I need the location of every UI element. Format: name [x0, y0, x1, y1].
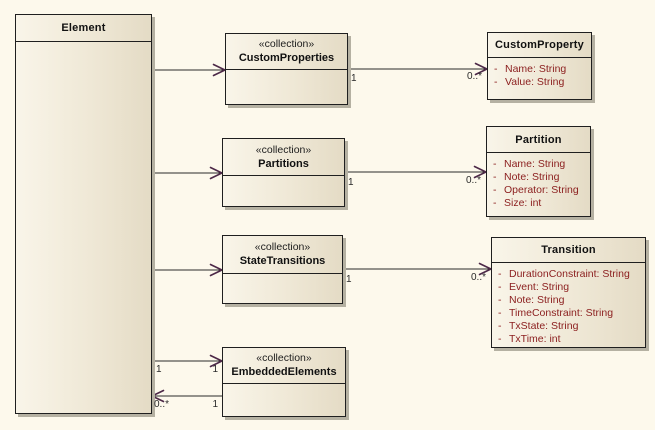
attribute-row: - Note: String: [492, 294, 645, 307]
stereotype-embeddedelements: «collection»: [256, 352, 312, 364]
multiplicity-label: 1: [212, 399, 218, 410]
class-box-element[interactable]: Element: [15, 14, 152, 414]
multiplicity-label: 0..*: [465, 175, 481, 186]
class-title-statetransitions: StateTransitions: [239, 255, 326, 267]
attributes-partition: - Name: String - Note: String - Operator…: [487, 153, 590, 210]
attr-dash: -: [493, 158, 497, 170]
class-title-element: Element: [61, 22, 106, 34]
class-box-statetransitions[interactable]: «collection» StateTransitions: [222, 235, 343, 304]
attribute-row: - Name: String: [488, 63, 591, 76]
attribute-row: - Operator: String: [487, 184, 590, 197]
arrowhead-into-element-icon: [150, 389, 165, 403]
attribute-text: Note: String: [509, 294, 565, 306]
attr-dash: -: [494, 63, 498, 75]
attribute-text: TimeConstraint: String: [509, 307, 614, 319]
attributes-customproperty: - Name: String - Value: String: [488, 58, 591, 89]
attribute-text: Value: String: [505, 76, 565, 88]
attribute-row: - Note: String: [487, 171, 590, 184]
attr-dash: -: [498, 307, 502, 319]
attr-dash: -: [498, 281, 502, 293]
class-box-customproperties[interactable]: «collection» CustomProperties: [225, 33, 348, 105]
class-title-customproperties: CustomProperties: [238, 52, 335, 64]
attribute-row: - Event: String: [492, 281, 645, 294]
attr-dash: -: [493, 184, 497, 196]
attribute-row: - Value: String: [488, 76, 591, 89]
attr-dash: -: [498, 320, 502, 332]
attribute-row: - DurationConstraint: String: [492, 268, 645, 281]
attr-dash: -: [498, 268, 502, 280]
multiplicity-label: 1: [346, 274, 352, 285]
multiplicity-label: 0..*: [470, 272, 486, 283]
attribute-row: - TxTime: int: [492, 333, 645, 346]
attribute-text: Note: String: [504, 171, 560, 183]
class-box-transition[interactable]: Transition - DurationConstraint: String …: [491, 237, 646, 348]
attribute-row: - TxState: String: [492, 320, 645, 333]
class-box-embeddedelements[interactable]: «collection» EmbeddedElements: [222, 347, 346, 417]
attribute-row: - Size: int: [487, 197, 590, 210]
stereotype-statetransitions: «collection»: [254, 241, 311, 253]
stereotype-customproperties: «collection»: [258, 38, 315, 50]
class-title-partitions: Partitions: [258, 157, 309, 170]
class-box-customproperty[interactable]: CustomProperty - Name: String - Value: S…: [487, 32, 592, 100]
attr-dash: -: [498, 294, 502, 306]
class-box-partition[interactable]: Partition - Name: String - Note: String …: [486, 126, 591, 217]
attribute-text: Operator: String: [504, 184, 579, 196]
multiplicity-label: 1: [212, 364, 218, 375]
class-box-partitions[interactable]: «collection» Partitions: [222, 138, 345, 207]
attribute-row: - Name: String: [487, 158, 590, 171]
attribute-text: TxTime: int: [509, 333, 561, 345]
attribute-text: Event: String: [509, 281, 570, 293]
multiplicity-label: 0..*: [154, 399, 170, 410]
attribute-row: - TimeConstraint: String: [492, 307, 645, 320]
attribute-text: TxState: String: [509, 320, 579, 332]
attr-dash: -: [498, 333, 502, 345]
attr-dash: -: [493, 197, 497, 209]
multiplicity-label: 1: [351, 73, 357, 84]
stereotype-partitions: «collection»: [255, 143, 312, 156]
attribute-text: Name: String: [505, 63, 567, 75]
attr-dash: -: [494, 76, 498, 88]
class-title-customproperty: CustomProperty: [495, 39, 584, 51]
association-lines[interactable]: [152, 68, 490, 397]
multiplicity-label: 0..*: [466, 71, 482, 82]
class-title-embeddedelements: EmbeddedElements: [231, 366, 337, 378]
attr-dash: -: [493, 171, 497, 183]
attribute-text: Size: int: [504, 197, 542, 209]
attribute-text: Name: String: [504, 158, 566, 170]
attribute-text: DurationConstraint: String: [509, 268, 630, 280]
multiplicity-label: 1: [348, 177, 354, 188]
class-title-partition: Partition: [515, 133, 562, 146]
class-title-transition: Transition: [541, 244, 596, 256]
multiplicity-label: 1: [156, 364, 162, 375]
attributes-transition: - DurationConstraint: String - Event: St…: [492, 263, 645, 346]
